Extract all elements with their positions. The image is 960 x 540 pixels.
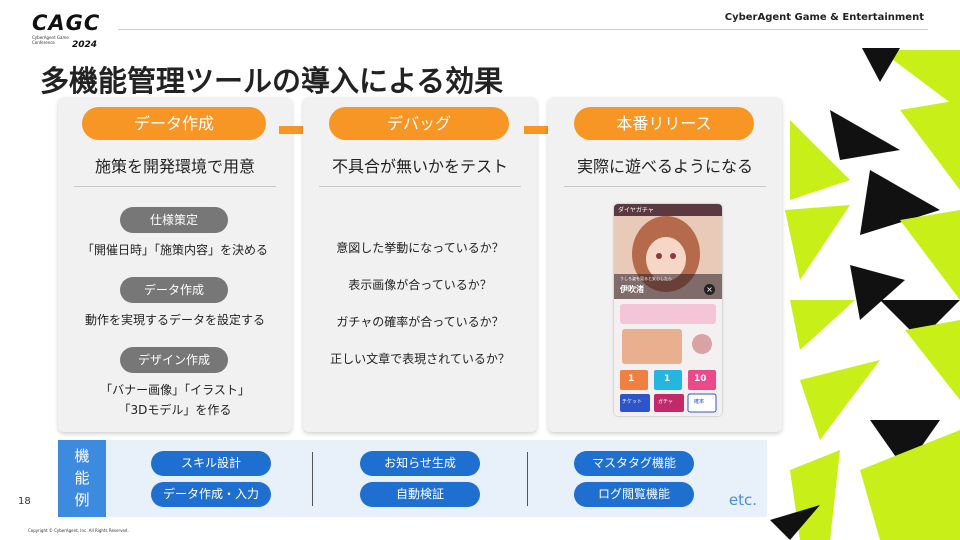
stat-right: 10 (694, 374, 707, 384)
step-pill-release: 本番リリース (574, 107, 754, 140)
character-name: 伊吹渚 (620, 285, 644, 294)
tag-design: デザイン作成 (120, 347, 228, 373)
item-text: 「バナー画像」「イラスト」 (100, 383, 250, 397)
check-item: 表示画像が合っているか？ (348, 278, 492, 292)
feature-master-tag: マスタタグ機能 (574, 451, 694, 476)
tag-data: データ作成 (120, 277, 228, 303)
tag-spec: 仕様策定 (120, 207, 228, 233)
copyright: Copyright © CyberAgent, Inc. All Rights … (28, 528, 129, 533)
stat-left: 1 (628, 374, 635, 384)
gacha-illustration (614, 204, 722, 416)
card-divider (74, 186, 276, 187)
card-release: 本番リリース 実際に遊べるようになる ダイヤガチャ 伊吹渚 うしろ姿を見ると安心… (548, 97, 782, 432)
item-text: 動作を実現するデータを設定する (84, 313, 265, 327)
divider (312, 452, 313, 506)
check-item: ガチャの確率が合っているか？ (336, 315, 504, 329)
step-pill-debug: デバッグ (329, 107, 509, 140)
feature-auto-verification: 自動検証 (360, 482, 480, 507)
cagc-logo: CAGC CyberAgent Game Conference 2024 (32, 11, 102, 50)
etc-label: etc. (728, 491, 757, 509)
label-char: 機 (74, 447, 90, 465)
card-subtitle: 不具合が無いかをテスト (331, 157, 508, 176)
gacha-screenshot: ダイヤガチャ 伊吹渚 うしろ姿を見ると安心したら × 1 1 10 チケット ガ… (614, 204, 722, 416)
page-number: 18 (18, 496, 31, 507)
character-caption: うしろ姿を見ると安心したら (620, 276, 672, 281)
card-divider (319, 186, 521, 187)
page-title: 多機能管理ツールの導入による効果 (40, 64, 504, 98)
item-text: 「3Dモデル」を作る (118, 403, 232, 417)
check-item: 正しい文章で表現されているか？ (330, 352, 510, 366)
card-data-creation: データ作成 施策を開発環境で用意 仕様策定 「開催日時」「施策内容」を決める デ… (58, 97, 292, 432)
feature-examples-label: 機 能 例 (58, 440, 106, 517)
card-subtitle: 施策を開発環境で用意 (94, 157, 255, 176)
step-pill-data-creation: データ作成 (82, 107, 266, 140)
card-debug: デバッグ 不具合が無いかをテスト 意図した挙動になっているか？ 表示画像が合って… (303, 97, 537, 432)
check-item: 意図した挙動になっているか？ (336, 241, 504, 255)
label-char: 能 (74, 469, 90, 487)
divider (527, 452, 528, 506)
gacha-top-text: ダイヤガチャ (618, 207, 654, 214)
logo-year: 2024 (72, 40, 98, 50)
gacha-button[interactable]: ガチャ (658, 399, 673, 405)
feature-skill-design: スキル設計 (151, 451, 271, 476)
label-char: 例 (74, 491, 90, 509)
item-text: 「開催日時」「施策内容」を決める (81, 243, 268, 257)
rate-button[interactable]: 確率 (694, 399, 705, 405)
company-name: CyberAgent Game & Entertainment (724, 12, 924, 23)
stat-mid: 1 (664, 374, 671, 384)
feature-notice-generation: お知らせ生成 (360, 451, 480, 476)
logo-subtitle: CyberAgent Game Conference (32, 35, 69, 45)
feature-log-viewer: ログ閲覧機能 (574, 482, 694, 507)
feature-examples-band: 機 能 例 スキル設計 データ作成・入力 お知らせ生成 自動検証 マスタタグ機能… (58, 440, 767, 517)
feature-data-input: データ作成・入力 (151, 482, 271, 507)
card-subtitle: 実際に遊べるようになる (576, 157, 753, 176)
close-icon[interactable]: × (704, 284, 715, 295)
header-divider (118, 29, 928, 30)
card-divider (564, 186, 766, 187)
logo-text: CAGC (32, 11, 101, 35)
ticket-button[interactable]: チケット (622, 399, 643, 405)
